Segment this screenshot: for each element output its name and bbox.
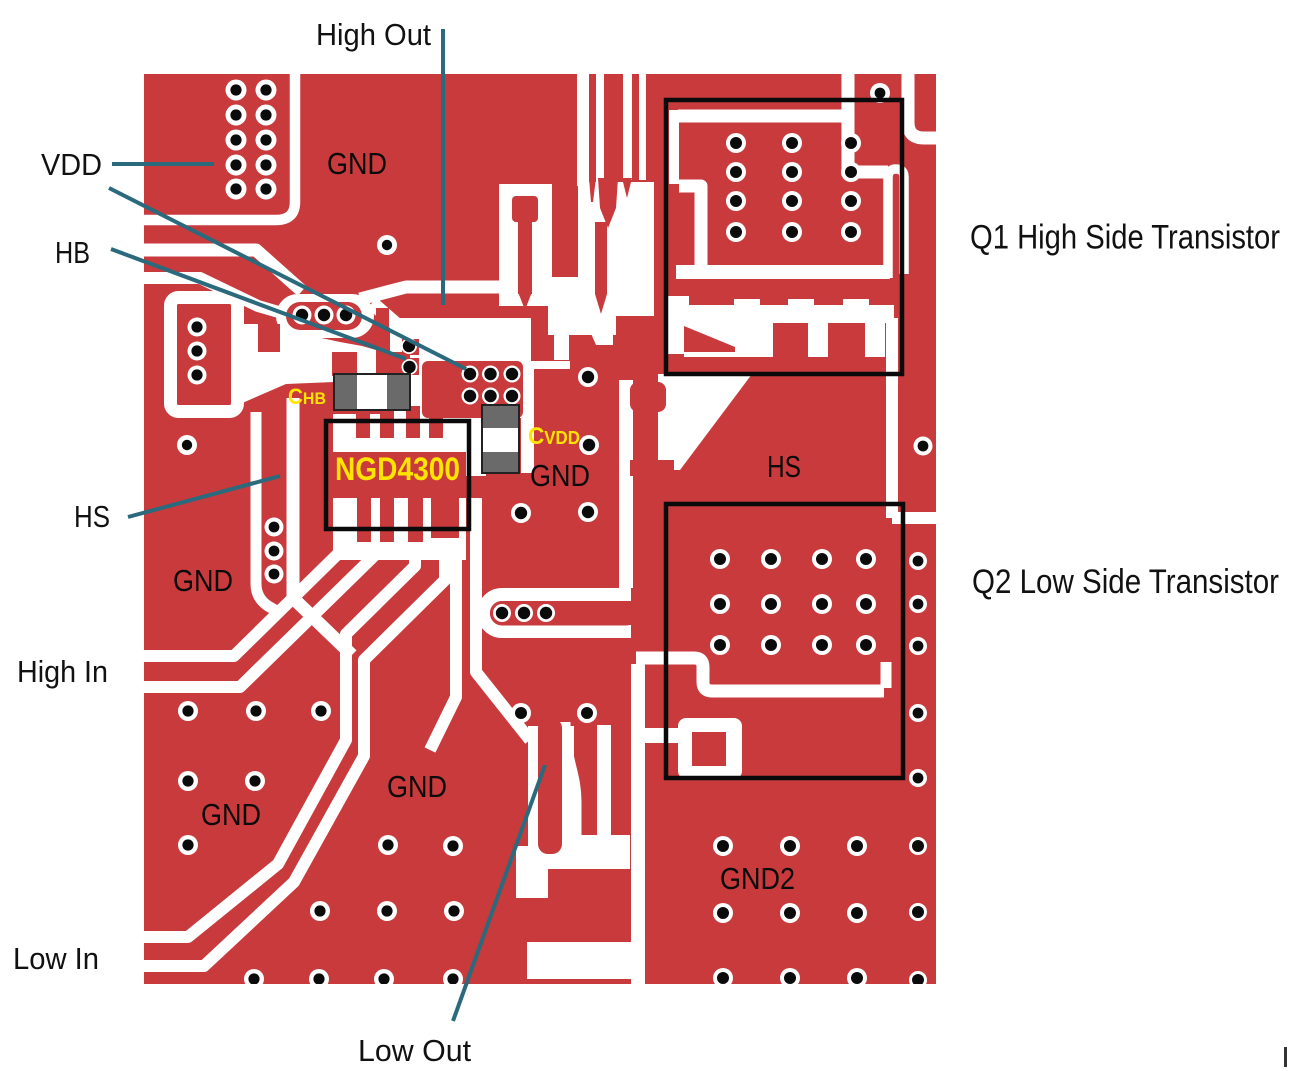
svg-text:HS: HS bbox=[74, 499, 110, 534]
svg-text:CVDD: CVDD bbox=[528, 423, 580, 450]
svg-text:GND: GND bbox=[201, 797, 261, 832]
svg-text:GND: GND bbox=[327, 146, 387, 181]
svg-text:HB: HB bbox=[55, 235, 90, 270]
svg-text:GND2: GND2 bbox=[720, 861, 795, 896]
svg-text:Q2 Low Side Transistor: Q2 Low Side Transistor bbox=[972, 563, 1279, 601]
svg-text:HS: HS bbox=[767, 449, 801, 484]
svg-text:GND: GND bbox=[387, 769, 447, 804]
svg-text:CHB: CHB bbox=[288, 384, 326, 409]
svg-text:GND: GND bbox=[530, 458, 590, 493]
svg-text:High In: High In bbox=[17, 654, 108, 689]
svg-text:GND: GND bbox=[173, 563, 233, 598]
svg-text:VDD: VDD bbox=[41, 147, 102, 182]
svg-text:Q1 High Side Transistor: Q1 High Side Transistor bbox=[970, 219, 1280, 257]
svg-text:Low In: Low In bbox=[13, 941, 99, 976]
svg-text:High Out: High Out bbox=[316, 17, 431, 52]
svg-text:Low Out: Low Out bbox=[358, 1033, 471, 1068]
svg-text:NGD4300: NGD4300 bbox=[335, 451, 460, 487]
